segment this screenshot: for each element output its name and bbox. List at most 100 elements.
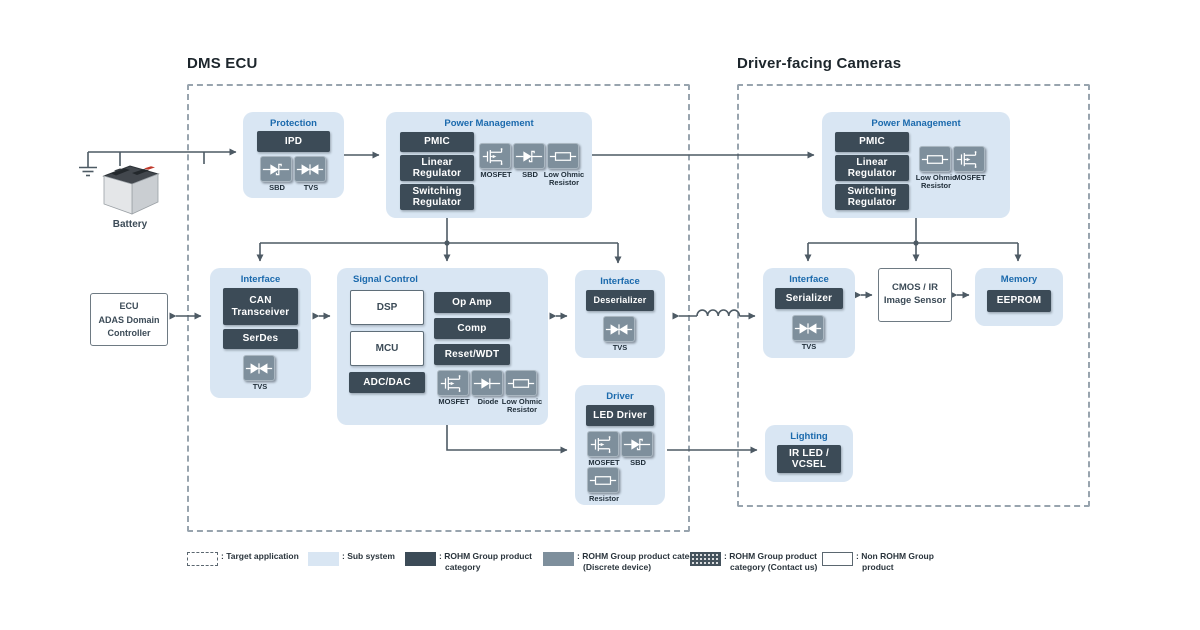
product-linear-regulator: Linear Regulator bbox=[400, 155, 474, 181]
mosfet-chip: MOSFET bbox=[587, 431, 621, 467]
tvs-icon bbox=[792, 315, 824, 341]
legend-target-swatch bbox=[187, 552, 218, 566]
sbd-chip: SBD bbox=[513, 143, 547, 179]
resistor-icon bbox=[587, 467, 619, 493]
low-ohmic-resistor-icon bbox=[505, 370, 537, 396]
mosfet-icon bbox=[479, 143, 511, 169]
legend-rohm-discrete: : ROHM Group product category (Discrete … bbox=[543, 551, 708, 572]
product-linear-regulator: Linear Regulator bbox=[835, 155, 909, 181]
tvs-icon bbox=[243, 355, 275, 381]
panel-power-mgmt-left-title: Power Management bbox=[444, 118, 534, 129]
panel-driver-title: Driver bbox=[606, 391, 634, 402]
panel-interface-left: Interface CAN Transceiver SerDes TVS bbox=[210, 268, 311, 398]
dms-ecu-region bbox=[187, 84, 690, 532]
diode-icon bbox=[471, 370, 503, 396]
product-switching-regulator: Switching Regulator bbox=[400, 184, 474, 210]
product-eeprom: EEPROM bbox=[987, 290, 1051, 312]
mosfet-icon bbox=[587, 431, 619, 457]
product-switching-regulator: Switching Regulator bbox=[835, 184, 909, 210]
legend-rohm-swatch bbox=[405, 552, 436, 566]
panel-interface-serializer-title: Interface bbox=[789, 274, 829, 285]
mosfet-chip: MOSFET bbox=[479, 143, 513, 179]
product-led-driver: LED Driver bbox=[586, 405, 654, 426]
panel-protection: Protection IPD SBD TVS bbox=[243, 112, 344, 198]
legend-rohm-product: : ROHM Group product category bbox=[405, 551, 545, 572]
product-serializer: Serializer bbox=[775, 288, 843, 309]
low-ohmic-resistor-chip: Low Ohmic Resistor bbox=[502, 370, 542, 415]
product-adc-dac: ADC/DAC bbox=[349, 372, 425, 393]
tvs-icon bbox=[294, 156, 326, 182]
tvs-chip: TVS bbox=[243, 355, 277, 391]
cmos-line1: CMOS / IR bbox=[892, 282, 938, 294]
tvs-chip: TVS bbox=[792, 315, 826, 351]
mosfet-chip: MOSFET bbox=[953, 146, 987, 182]
legend-subsystem-swatch bbox=[308, 552, 339, 566]
legend-non-rohm: : Non ROHM Group product bbox=[822, 551, 957, 572]
panel-memory-title: Memory bbox=[1000, 274, 1038, 285]
inductor-coil-icon bbox=[696, 309, 741, 317]
panel-signal-control-title: Signal Control bbox=[353, 274, 418, 285]
battery-label: Battery bbox=[112, 219, 148, 230]
product-comp: Comp bbox=[434, 318, 510, 339]
panel-interface-deserializer-title: Interface bbox=[600, 276, 640, 287]
tvs-icon bbox=[603, 316, 635, 342]
product-can-transceiver: CAN Transceiver bbox=[223, 288, 298, 325]
panel-memory: Memory EEPROM bbox=[975, 268, 1063, 326]
resistor-chip: Resistor bbox=[587, 467, 621, 503]
panel-power-mgmt-left: Power Management PMIC Linear Regulator S… bbox=[386, 112, 592, 218]
ecu-node-title: ECU bbox=[119, 301, 139, 312]
low-ohmic-resistor-chip: Low Ohmic Resistor bbox=[916, 146, 956, 191]
panel-lighting: Lighting IR LED / VCSEL bbox=[765, 425, 853, 482]
panel-driver: Driver LED Driver MOSFET SBD Resistor bbox=[575, 385, 665, 505]
product-serdes: SerDes bbox=[223, 329, 298, 349]
panel-interface-serializer: Interface Serializer TVS bbox=[763, 268, 855, 358]
dms-ecu-title: DMS ECU bbox=[187, 55, 258, 72]
panel-lighting-title: Lighting bbox=[790, 431, 828, 442]
legend-sub-system: : Sub system bbox=[308, 551, 408, 566]
low-ohmic-resistor-icon bbox=[919, 146, 951, 172]
junction-dot bbox=[444, 240, 450, 246]
product-dsp: DSP bbox=[350, 290, 424, 325]
product-ir-led-vcsel: IR LED / VCSEL bbox=[777, 445, 841, 473]
ecu-node-subtitle: ADAS Domain Controller bbox=[98, 315, 160, 338]
mosfet-icon bbox=[953, 146, 985, 172]
panel-interface-deserializer: Interface Deserializer TVS bbox=[575, 270, 665, 358]
legend-contact-swatch bbox=[690, 552, 721, 566]
cmos-ir-image-sensor-node: CMOS / IR Image Sensor bbox=[878, 268, 952, 322]
cmos-line2: Image Sensor bbox=[883, 295, 947, 306]
cameras-region bbox=[737, 84, 1090, 507]
panel-signal-control: Signal Control DSP MCU ADC/DAC Op Amp Co… bbox=[337, 268, 548, 425]
ecu-adas-node: ECU ADAS Domain Controller bbox=[90, 293, 168, 346]
sbd-chip: SBD bbox=[621, 431, 655, 467]
legend-non-rohm-swatch bbox=[822, 552, 853, 566]
product-op-amp: Op Amp bbox=[434, 292, 510, 313]
product-deserializer: Deserializer bbox=[586, 290, 654, 311]
panel-power-mgmt-right-title: Power Management bbox=[871, 118, 961, 129]
product-pmic: PMIC bbox=[835, 132, 909, 152]
mosfet-icon bbox=[437, 370, 469, 396]
tvs-chip: TVS bbox=[294, 156, 328, 192]
product-mcu: MCU bbox=[350, 331, 424, 366]
product-pmic: PMIC bbox=[400, 132, 474, 152]
junction-dot bbox=[913, 240, 919, 246]
sbd-chip: SBD bbox=[260, 156, 294, 192]
legend-rohm-contact: : ROHM Group product category (Contact u… bbox=[690, 551, 842, 572]
low-ohmic-resistor-chip: Low Ohmic Resistor bbox=[544, 143, 584, 188]
sbd-icon bbox=[513, 143, 545, 169]
cameras-title: Driver-facing Cameras bbox=[737, 55, 902, 72]
sbd-icon bbox=[621, 431, 653, 457]
product-reset-wdt: Reset/WDT bbox=[434, 344, 510, 365]
battery-icon bbox=[102, 165, 160, 215]
diode-chip: Diode bbox=[471, 370, 505, 406]
mosfet-chip: MOSFET bbox=[437, 370, 471, 406]
legend-discrete-swatch bbox=[543, 552, 574, 566]
low-ohmic-resistor-icon bbox=[547, 143, 579, 169]
panel-power-mgmt-right: Power Management PMIC Linear Regulator S… bbox=[822, 112, 1010, 218]
legend-target-application: : Target application bbox=[187, 551, 312, 566]
panel-protection-title: Protection bbox=[270, 118, 317, 129]
panel-interface-left-title: Interface bbox=[240, 274, 281, 285]
sbd-icon bbox=[260, 156, 292, 182]
tvs-chip: TVS bbox=[603, 316, 637, 352]
